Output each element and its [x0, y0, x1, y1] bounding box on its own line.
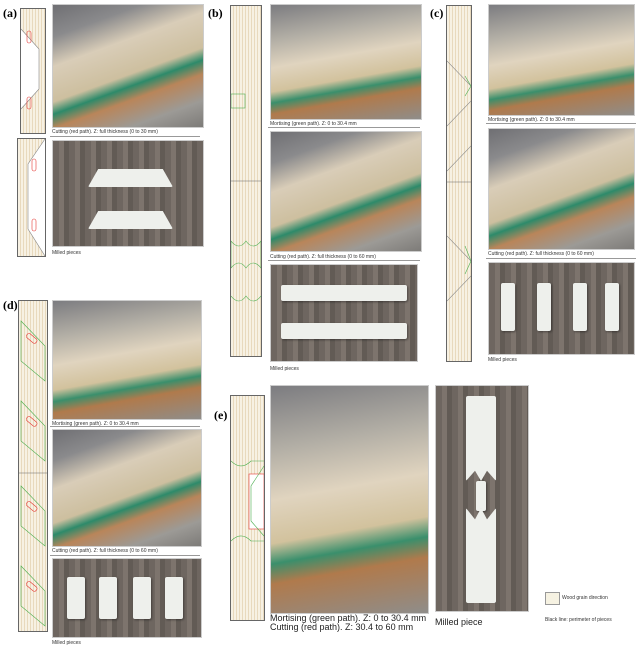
- divider: [268, 260, 420, 261]
- caption-e-mortising: Mortising (green path). Z: 0 to 30.4 mm: [270, 613, 427, 623]
- cutting-diagram-d: [18, 300, 48, 632]
- caption-c-cutting: Cutting (red path). Z: full thickness (0…: [488, 251, 594, 257]
- panel-label-e: (e): [214, 408, 228, 422]
- panel-label-a: (a): [3, 6, 17, 20]
- photo-cutting-b: [270, 131, 422, 252]
- photo-cutting-c: [488, 128, 635, 250]
- caption-c-milled: Milled pieces: [488, 357, 517, 363]
- caption-c-mortising: Mortising (green path). Z: 0 to 30.4 mm: [488, 117, 575, 123]
- panel-label-c: (c): [430, 6, 444, 20]
- caption-e-cutting: Cutting (red path). Z: 30.4 to 60 mm: [270, 622, 414, 632]
- caption-d-milled: Milled pieces: [52, 640, 81, 646]
- cutting-diagram-a1: [20, 8, 46, 134]
- caption-a-cutting: Cutting (red path). Z: full thickness (0…: [52, 129, 158, 135]
- cutting-diagram-a2: [17, 138, 46, 257]
- photo-milled-b: [270, 264, 418, 362]
- photo-milled-e: [435, 385, 529, 612]
- cutting-diagram-c: [446, 5, 472, 362]
- legend-wood-grain: Wood grain direction: [562, 595, 608, 601]
- wood-grain-swatch: [545, 592, 560, 605]
- caption-d-cutting: Cutting (red path). Z: full thickness (0…: [52, 548, 158, 554]
- caption-b-cutting: Cutting (red path). Z: full thickness (0…: [270, 254, 376, 260]
- photo-mortising-b: [270, 4, 422, 120]
- photo-milled-c: [488, 262, 635, 355]
- photo-mortising-d: [52, 300, 202, 420]
- panel-label-d: (d): [3, 298, 18, 312]
- divider: [50, 555, 200, 556]
- divider: [486, 258, 636, 259]
- legend-black-line: Black line: perimeter of pieces: [545, 617, 612, 623]
- divider: [50, 136, 200, 137]
- caption-b-mortising: Mortising (green path). Z: 0 to 30.4 mm: [270, 121, 357, 127]
- caption-d-mortising: Mortising (green path). Z: 0 to 30.4 mm: [52, 421, 139, 427]
- photo-mortising-c: [488, 4, 635, 116]
- divider: [50, 426, 200, 427]
- photo-milled-a: [52, 140, 204, 247]
- cutting-diagram-b: [230, 5, 262, 357]
- divider: [486, 123, 636, 124]
- divider: [268, 127, 420, 128]
- panel-label-b: (b): [208, 6, 223, 20]
- caption-a-milled: Milled pieces: [52, 250, 81, 256]
- caption-b-milled: Milled pieces: [270, 366, 299, 372]
- cutting-diagram-e: [230, 395, 265, 621]
- photo-cutting-d: [52, 429, 202, 547]
- caption-e-milled: Milled piece: [435, 617, 483, 627]
- photo-cutting-a: [52, 4, 204, 128]
- photo-milled-d: [52, 558, 202, 638]
- photo-mortising-cutting-e: [270, 385, 429, 614]
